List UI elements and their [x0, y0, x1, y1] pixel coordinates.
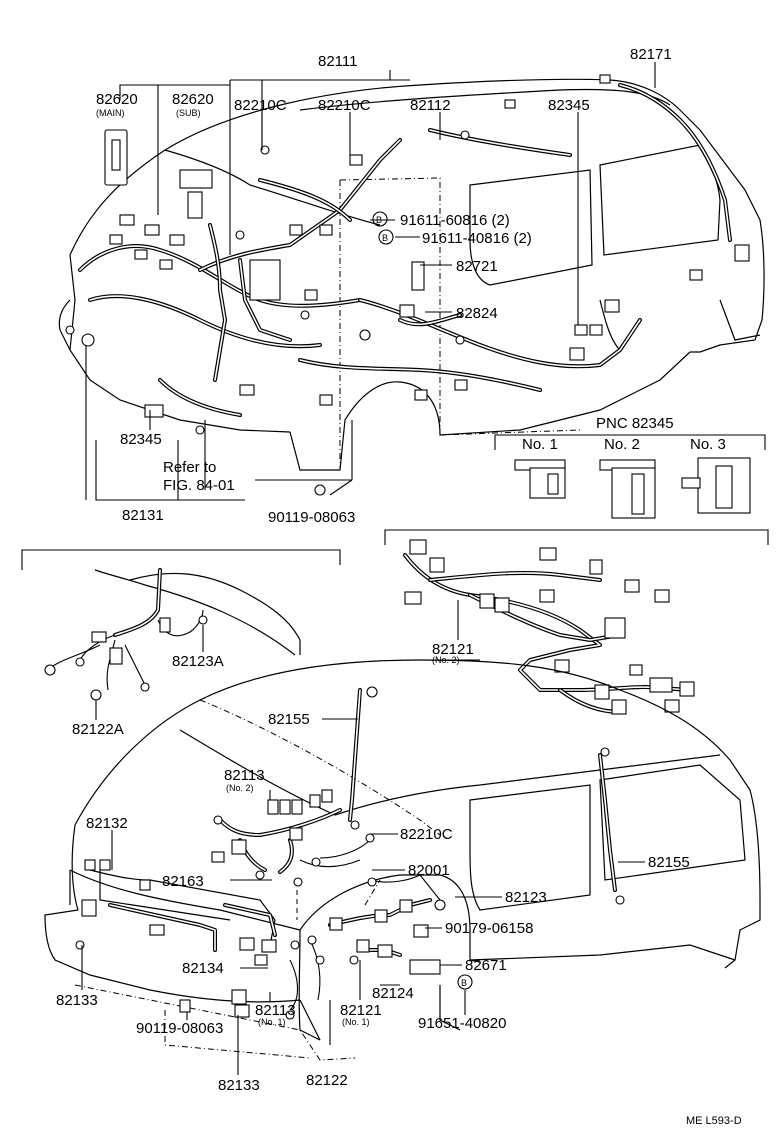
- part-label-82210c-c: 82210C: [400, 826, 453, 843]
- part-sublabel-no1-a: (No. 1): [258, 1017, 286, 1027]
- part-label-82134: 82134: [182, 960, 224, 977]
- upper-wire-harness: [78, 83, 732, 417]
- part-label-82132: 82132: [86, 815, 128, 832]
- pnc-variant-3: No. 3: [690, 436, 726, 453]
- part-sublabel-no1-b: (No. 1): [342, 1017, 370, 1027]
- part-label-82112: 82112: [410, 97, 451, 114]
- part-sublabel-no2-lower: (No. 2): [226, 783, 254, 793]
- part-label-82163: 82163: [162, 873, 204, 890]
- part-label-82721: 82721: [456, 258, 498, 275]
- part-label-82210c-a: 82210C: [234, 97, 287, 114]
- part-label-82001: 82001: [408, 862, 450, 879]
- part-label-82131: 82131: [122, 507, 164, 524]
- bolt-marker-letter-lower: B: [461, 978, 467, 988]
- part-label-82133-bot: 82133: [218, 1077, 260, 1094]
- part-label-82121-no2: 82121: [432, 641, 474, 658]
- part-label-82124: 82124: [372, 985, 414, 1002]
- part-label-82122a: 82122A: [72, 721, 124, 738]
- part-label-82113-no1: 82113: [255, 1002, 296, 1019]
- part-label-91611-60816: 91611-60816 (2): [400, 212, 510, 229]
- bolt-marker-letter-top: B: [376, 215, 382, 225]
- part-label-82155-right: 82155: [648, 854, 690, 871]
- upper-connectors: [65, 74, 750, 496]
- part-label-82345-left: 82345: [120, 431, 162, 448]
- reference-line-1: Refer to: [163, 459, 216, 476]
- reference-line-2: FIG. 84-01: [163, 477, 235, 494]
- part-label-82171: 82171: [630, 46, 672, 63]
- part-label-82620-sub: 82620: [172, 91, 214, 108]
- lower-vehicle-body: [44, 659, 761, 1061]
- upper-part-labels: 82111 82171 82620 (MAIN) 82620 (SUB) 822…: [96, 46, 672, 526]
- part-label-82671: 82671: [465, 957, 507, 974]
- part-label-82155-top: 82155: [268, 711, 310, 728]
- part-label-82111: 82111: [318, 53, 358, 70]
- part-sublabel-sub: (SUB): [176, 108, 201, 118]
- part-label-82345-top: 82345: [548, 97, 590, 114]
- part-label-82210c-b: 82210C: [318, 97, 371, 114]
- part-label-90179: 90179-06158: [445, 920, 533, 937]
- lower-leader-lines: [81, 718, 645, 1075]
- rear-harness-inset: 82121 (No. 2): [403, 539, 695, 715]
- part-label-82123: 82123: [505, 889, 547, 906]
- part-label-82620-main: 82620: [96, 91, 138, 108]
- pnc-variant-2: No. 2: [604, 436, 640, 453]
- part-label-82824: 82824: [456, 305, 498, 322]
- pnc-title: PNC 82345: [596, 415, 674, 432]
- part-sublabel-main: (MAIN): [96, 108, 125, 118]
- pnc-variant-box: PNC 82345 No. 1 No. 2 No. 3: [494, 415, 766, 519]
- section-frames: [21, 529, 769, 570]
- part-label-91651: 91651-40820: [418, 1015, 506, 1032]
- lower-connectors: [75, 686, 625, 1020]
- bolt-marker-letter-mid: B: [382, 233, 388, 243]
- part-label-82122: 82122: [306, 1072, 348, 1089]
- lower-part-labels: 82155 82113 (No. 2) 82132 82210C 82001 8…: [56, 711, 742, 1127]
- bolt-marker-lower: B: [457, 974, 473, 990]
- part-label-90119-top: 90119-08063: [268, 509, 355, 526]
- bolt-marker-mid: B: [378, 229, 394, 245]
- drawing-code: ME L593-D: [686, 1115, 742, 1127]
- part-label-90119-bot: 90119-08063: [136, 1020, 223, 1037]
- pnc-variant-1: No. 1: [522, 436, 558, 453]
- part-label-82123a: 82123A: [172, 653, 224, 670]
- part-label-82121-no1: 82121: [340, 1002, 382, 1019]
- upper-leader-lines: [85, 62, 656, 501]
- roof-harness-inset: 82123A 82122A: [44, 568, 301, 738]
- part-label-82133-left: 82133: [56, 992, 98, 1009]
- part-label-91611-40816: 91611-40816 (2): [422, 230, 532, 247]
- bolt-marker-top: B: [372, 211, 388, 227]
- part-label-82113-no2: 82113: [224, 767, 265, 784]
